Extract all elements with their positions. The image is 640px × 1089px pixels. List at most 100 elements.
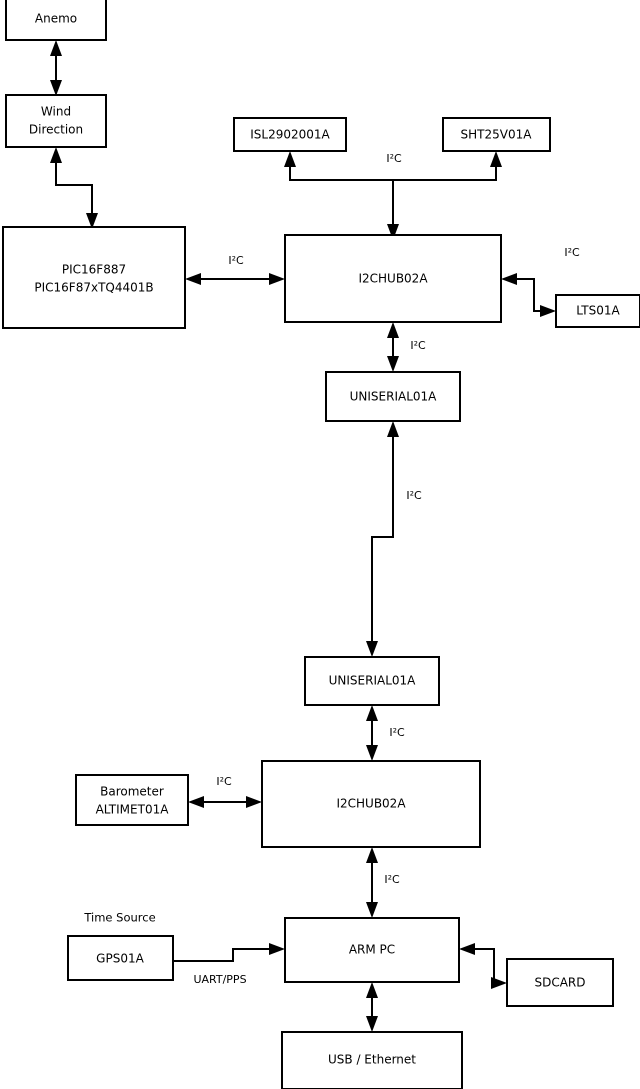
edge-labels-layer: I²C I²C I²C I²C I²C I²C I²C I²C UART/PPS <box>193 152 580 986</box>
edge-label-i2c-pic-hub: I²C <box>228 254 244 267</box>
arrowhead-down <box>366 641 378 657</box>
arrowhead-up <box>387 421 399 437</box>
node-lts01a-label: LTS01A <box>576 304 620 318</box>
node-usb-ethernet-box[interactable] <box>281 1031 463 1089</box>
arrowhead-right <box>246 796 262 808</box>
edge-label-i2c-hub-lts: I²C <box>564 246 580 259</box>
node-i2chub02a-bottom-box[interactable] <box>261 760 481 848</box>
node-arm-pc-box[interactable] <box>284 917 460 983</box>
arrowhead-left <box>188 796 204 808</box>
arrowhead-up <box>50 40 62 56</box>
arrowhead-down <box>366 745 378 761</box>
connector-wind-direction-pic <box>50 147 98 229</box>
node-wind-direction-box[interactable] <box>5 94 107 148</box>
edge-label-i2c-uniserial-link: I²C <box>406 489 422 502</box>
node-gps01a[interactable]: GPS01A <box>67 935 174 981</box>
node-isl2902001a-box[interactable] <box>233 117 347 152</box>
arrowhead-up <box>50 147 62 163</box>
node-pic16f887-box[interactable] <box>2 226 186 329</box>
connector-hub-top-lts <box>501 273 556 317</box>
node-anemo[interactable]: Anemo <box>5 0 107 41</box>
arrowhead-right <box>491 977 507 989</box>
connector-arm-pc-sdcard <box>459 943 507 989</box>
node-uniserial01a-top-label: UNISERIAL01A <box>350 390 438 404</box>
connector-arm-pc-usb-ethernet <box>366 982 378 1032</box>
node-sht25v01a-label: SHT25V01A <box>461 128 533 142</box>
node-isl2902001a-label: ISL2902001A <box>250 128 330 142</box>
node-wind-direction[interactable]: Wind Direction <box>5 94 107 148</box>
node-usb-ethernet-label: USB / Ethernet <box>328 1053 416 1067</box>
node-sdcard[interactable]: SDCARD <box>506 958 614 1007</box>
arrowhead-left <box>501 273 517 285</box>
node-sdcard-box[interactable] <box>506 958 614 1007</box>
node-sdcard-label: SDCARD <box>534 976 585 990</box>
node-wind-direction-label-line2: Direction <box>29 123 83 137</box>
arrowhead-left <box>185 273 201 285</box>
node-i2chub02a-top[interactable]: I2CHUB02A <box>284 234 502 323</box>
connector-uniserial-hub-bot <box>366 705 378 761</box>
arrowhead-right <box>269 273 285 285</box>
connector-hub-top-sensor-bus <box>284 151 502 240</box>
edge-label-i2c-uniserial-hub2: I²C <box>389 726 405 739</box>
connector-gps-arm-pc <box>173 943 285 962</box>
node-isl2902001a[interactable]: ISL2902001A <box>233 117 347 152</box>
arrowhead-up-isl <box>284 151 296 167</box>
connectors-layer <box>50 40 556 1032</box>
node-anemo-label: Anemo <box>35 12 77 26</box>
arrowhead-down <box>50 80 62 96</box>
node-lts01a[interactable]: LTS01A <box>555 294 640 328</box>
node-sht25v01a-box[interactable] <box>442 117 551 152</box>
node-barometer-label-line1: Barometer <box>100 785 164 799</box>
node-i2chub02a-top-box[interactable] <box>284 234 502 323</box>
node-pic16f887[interactable]: PIC16F887 PIC16F87xTQ4401B <box>2 226 186 329</box>
node-gps01a-label: GPS01A <box>96 952 144 966</box>
node-barometer-altimet01a-box[interactable] <box>75 774 189 826</box>
arrowhead-right <box>269 943 285 955</box>
edge-label-i2c-barometer-hub: I²C <box>216 775 232 788</box>
node-uniserial01a-top-box[interactable] <box>325 371 461 422</box>
node-uniserial01a-bottom-box[interactable] <box>304 656 440 706</box>
arrowhead-down <box>387 356 399 372</box>
connector-pic-hub-top <box>185 273 285 285</box>
arrowhead-down <box>86 213 98 229</box>
label-time-source: Time Source <box>83 911 155 925</box>
node-barometer-label-line2: ALTIMET01A <box>96 803 170 817</box>
node-uniserial01a-top[interactable]: UNISERIAL01A <box>325 371 461 422</box>
connector-hub-top-uniserial <box>387 322 399 372</box>
arrowhead-right <box>540 305 556 317</box>
arrowhead-down <box>366 902 378 918</box>
edge-label-uart-pps: UART/PPS <box>193 973 246 986</box>
node-barometer-altimet01a[interactable]: Barometer ALTIMET01A <box>75 774 189 826</box>
node-uniserial01a-bottom[interactable]: UNISERIAL01A <box>304 656 440 706</box>
node-lts01a-box[interactable] <box>555 294 640 328</box>
connector-anemo-wind-direction <box>50 40 62 96</box>
edge-label-i2c-hub-uniserial: I²C <box>410 339 426 352</box>
node-sht25v01a[interactable]: SHT25V01A <box>442 117 551 152</box>
node-i2chub02a-bottom[interactable]: I2CHUB02A <box>261 760 481 848</box>
connector-barometer-hub-bot <box>188 796 262 808</box>
arrowhead-down <box>387 224 399 240</box>
node-i2chub02a-bottom-label: I2CHUB02A <box>336 797 406 811</box>
arrowhead-up-sht <box>490 151 502 167</box>
node-uniserial01a-bottom-label: UNISERIAL01A <box>329 674 417 688</box>
node-arm-pc[interactable]: ARM PC <box>284 917 460 983</box>
edge-label-i2c-hub-armpc: I²C <box>384 873 400 886</box>
node-gps01a-box[interactable] <box>67 935 174 981</box>
edge-label-i2c-hub-sensors: I²C <box>386 152 402 165</box>
free-labels-layer: Time Source <box>83 911 155 925</box>
arrowhead-down <box>366 1016 378 1032</box>
node-wind-direction-label-line1: Wind <box>41 105 71 119</box>
arrowhead-up <box>387 322 399 338</box>
node-i2chub02a-top-label: I2CHUB02A <box>358 272 428 286</box>
node-usb-ethernet[interactable]: USB / Ethernet <box>281 1031 463 1089</box>
node-pic16f887-label-line1: PIC16F887 <box>62 263 126 277</box>
connector-uniserial-uniserial <box>366 421 399 657</box>
node-pic16f887-label-line2: PIC16F87xTQ4401B <box>34 281 153 295</box>
node-anemo-box[interactable] <box>5 0 107 41</box>
arrowhead-up <box>366 847 378 863</box>
arrowhead-left <box>459 943 475 955</box>
arrowhead-up <box>366 705 378 721</box>
